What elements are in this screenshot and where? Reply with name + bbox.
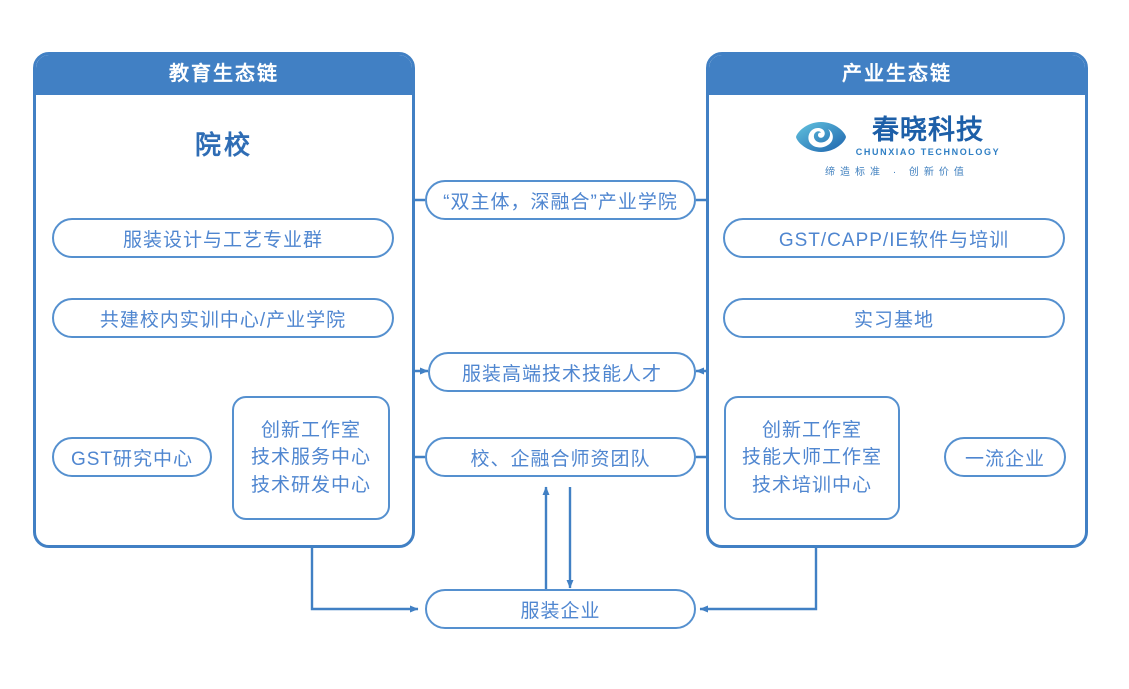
node-software-training[interactable]: GST/CAPP/IE软件与培训 [723, 218, 1065, 258]
right-center-line-3: 技术培训中心 [751, 474, 872, 496]
right-center-line-1: 创新工作室 [761, 419, 862, 441]
education-panel-title: 院校 [194, 130, 253, 160]
node-internship-base[interactable]: 实习基地 [723, 298, 1065, 338]
right-center-line-2: 技能大师工作室 [741, 447, 882, 469]
logo-chinese-name: 春晓科技 [872, 115, 984, 145]
education-panel-header: 教育生态链 [36, 55, 412, 95]
industry-panel-header: 产业生态链 [709, 55, 1085, 95]
node-industry-college[interactable]: “双主体，深融合”产业学院 [425, 180, 696, 220]
education-panel-body: 院校 [36, 95, 412, 545]
logo-row: 春晓科技 CHUNXIAO TECHNOLOGY [794, 117, 1000, 157]
node-left-centers[interactable]: 创新工作室 技术服务中心 技术研发中心 [232, 396, 390, 520]
logo-tagline: 缔造标准 · 创新价值 [825, 167, 969, 178]
left-center-line-2: 技术服务中心 [250, 447, 371, 469]
left-center-line-3: 技术研发中心 [250, 474, 371, 496]
node-right-centers[interactable]: 创新工作室 技能大师工作室 技术培训中心 [724, 396, 900, 520]
node-talent[interactable]: 服装高端技术技能人才 [428, 352, 696, 392]
node-top-enterprise[interactable]: 一流企业 [944, 437, 1066, 477]
node-apparel-enterprise[interactable]: 服装企业 [425, 589, 696, 629]
logo-english-name: CHUNXIAO TECHNOLOGY [855, 147, 1001, 157]
left-center-line-1: 创新工作室 [260, 419, 361, 441]
logo-text-block: 春晓科技 CHUNXIAO TECHNOLOGY [855, 115, 1001, 158]
node-faculty-team[interactable]: 校、企融合师资团队 [425, 437, 696, 477]
industry-panel-body: 春晓科技 CHUNXIAO TECHNOLOGY 缔造标准 · 创新价值 [709, 95, 1085, 545]
chunxiao-eye-logo-icon [795, 122, 846, 152]
chunxiao-logo: 春晓科技 CHUNXIAO TECHNOLOGY 缔造标准 · 创新价值 [709, 117, 1085, 178]
node-major-group[interactable]: 服装设计与工艺专业群 [52, 218, 394, 258]
node-gst-research-center[interactable]: GST研究中心 [52, 437, 212, 477]
node-training-center[interactable]: 共建校内实训中心/产业学院 [52, 298, 394, 338]
